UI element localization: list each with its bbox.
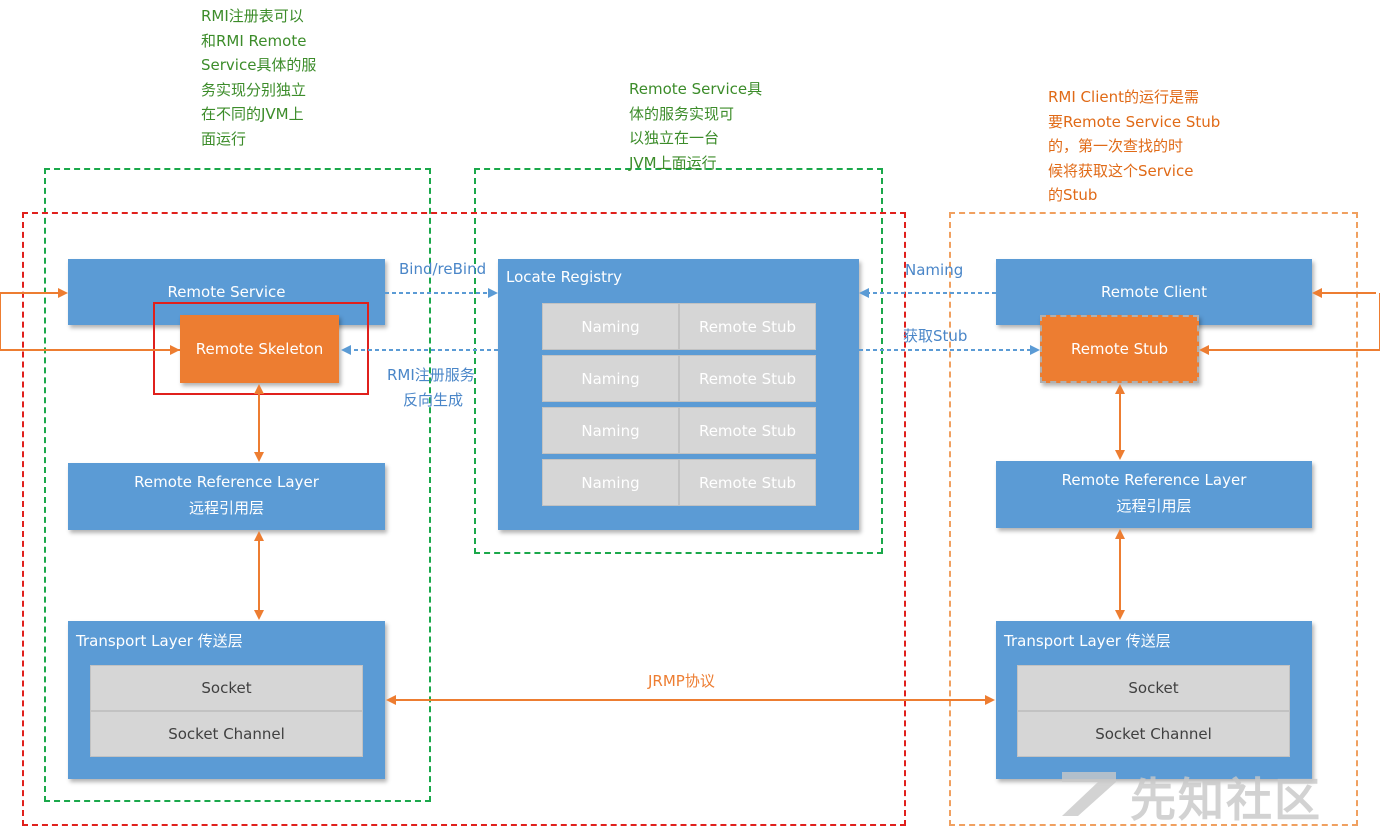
client-socket-channel: Socket Channel <box>1017 711 1290 757</box>
registry-note: RMI注册表可以 和RMI Remote Service具体的服 务实现分别独立… <box>201 7 317 148</box>
remote-client-label: Remote Client <box>1100 283 1208 301</box>
client-reference-layer: Remote Reference Layer 远程引用层 <box>996 461 1312 528</box>
registry-stub-4: Remote Stub <box>679 459 816 506</box>
remote-service-label: Remote Service <box>167 283 286 301</box>
client-remote-stub-box: Remote Stub <box>1040 315 1199 383</box>
server-loop-arrow <box>0 288 180 351</box>
watermark-text: 先知社区 <box>1130 773 1322 827</box>
jrmp-label: JRMP协议 <box>648 672 715 690</box>
service-note: Remote Service具 体的服务实现可 以独立在一台 JVM上面运行 <box>629 80 763 172</box>
registry-stub-1: Remote Stub <box>679 303 816 350</box>
get-stub-label: 获取Stub <box>903 327 968 345</box>
client-reference-label-en: Remote Reference Layer <box>1061 471 1247 489</box>
remote-service-box: Remote Service <box>68 259 385 325</box>
server-reference-label-en: Remote Reference Layer <box>134 473 319 491</box>
client-loop-arrow <box>1199 293 1380 355</box>
registry-naming-4: Naming <box>542 459 679 506</box>
server-socket-channel: Socket Channel <box>90 711 363 757</box>
remote-skeleton-label: Remote Skeleton <box>195 340 324 358</box>
registry-stub-3: Remote Stub <box>679 407 816 454</box>
client-remote-stub-label: Remote Stub <box>1070 340 1169 358</box>
server-reference-layer: Remote Reference Layer 远程引用层 <box>68 463 385 530</box>
bind-label: Bind/reBind <box>399 260 487 278</box>
server-jvm-frame <box>44 168 431 802</box>
client-side-frame <box>949 212 1358 826</box>
registry-stub-2: Remote Stub <box>679 355 816 402</box>
locate-registry-title: Locate Registry <box>506 268 622 286</box>
registry-naming-3: Naming <box>542 407 679 454</box>
server-transport-title: Transport Layer 传送层 <box>76 632 243 650</box>
watermark-logo-icon <box>1058 768 1120 820</box>
remote-client-box: Remote Client <box>996 259 1312 325</box>
registry-naming-2: Naming <box>542 355 679 402</box>
server-reference-label-zh: 远程引用层 <box>188 499 264 517</box>
server-side-frame <box>22 212 906 826</box>
client-transport-title: Transport Layer 传送层 <box>1004 632 1171 650</box>
client-reference-label-zh: 远程引用层 <box>1116 497 1192 515</box>
reverse-label-2: 反向生成 <box>403 391 464 409</box>
registry-naming-1: Naming <box>542 303 679 350</box>
remote-skeleton-box: Remote Skeleton <box>180 315 339 383</box>
reverse-label-1: RMI注册服务 <box>387 366 475 384</box>
registry-jvm-frame <box>474 168 883 554</box>
client-socket: Socket <box>1017 665 1290 711</box>
server-socket: Socket <box>90 665 363 711</box>
client-note: RMI Client的运行是需 要Remote Service Stub 的，第… <box>1048 88 1221 204</box>
naming-label: Naming <box>905 261 964 279</box>
